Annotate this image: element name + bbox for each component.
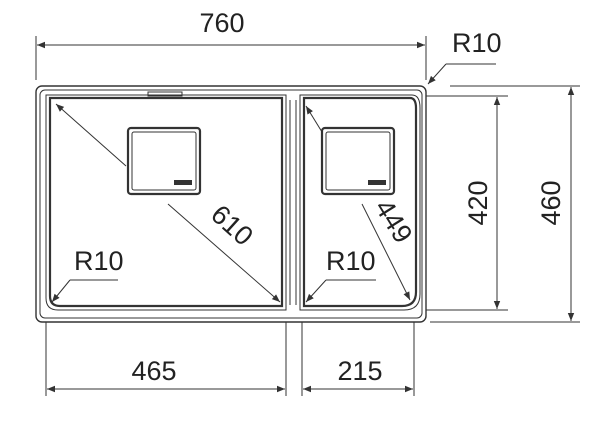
right-bowl-radius-label: R10 bbox=[326, 246, 376, 276]
inner-height-label: 420 bbox=[463, 180, 493, 225]
left-bowl-width-label: 465 bbox=[131, 356, 176, 386]
overall-width-label: 760 bbox=[199, 8, 244, 38]
dim-right-bowl-radius: R10 bbox=[305, 246, 376, 303]
overflow-slot bbox=[147, 91, 183, 97]
left-bowl-radius-label: R10 bbox=[74, 246, 124, 276]
bowl-divider bbox=[289, 100, 297, 305]
left-drain bbox=[126, 126, 202, 196]
outer-radius-label: R10 bbox=[452, 28, 502, 58]
overall-height-label: 460 bbox=[536, 180, 566, 225]
dim-outer-radius: R10 bbox=[427, 28, 502, 85]
left-bowl bbox=[45, 91, 287, 311]
right-bowl-width-label: 215 bbox=[337, 356, 382, 386]
dim-left-bowl-radius: R10 bbox=[51, 246, 124, 303]
dim-overall-width: 760 bbox=[35, 8, 427, 80]
dim-overall-height: 460 bbox=[430, 85, 580, 323]
right-bowl bbox=[299, 94, 421, 311]
right-drain bbox=[320, 126, 396, 196]
dim-inner-height: 420 bbox=[426, 95, 508, 311]
dim-right-bowl-width: 215 bbox=[301, 322, 415, 396]
right-diagonal-label: 449 bbox=[369, 194, 418, 248]
sink-outer-frame bbox=[35, 85, 427, 323]
dim-left-bowl-width: 465 bbox=[45, 322, 287, 396]
